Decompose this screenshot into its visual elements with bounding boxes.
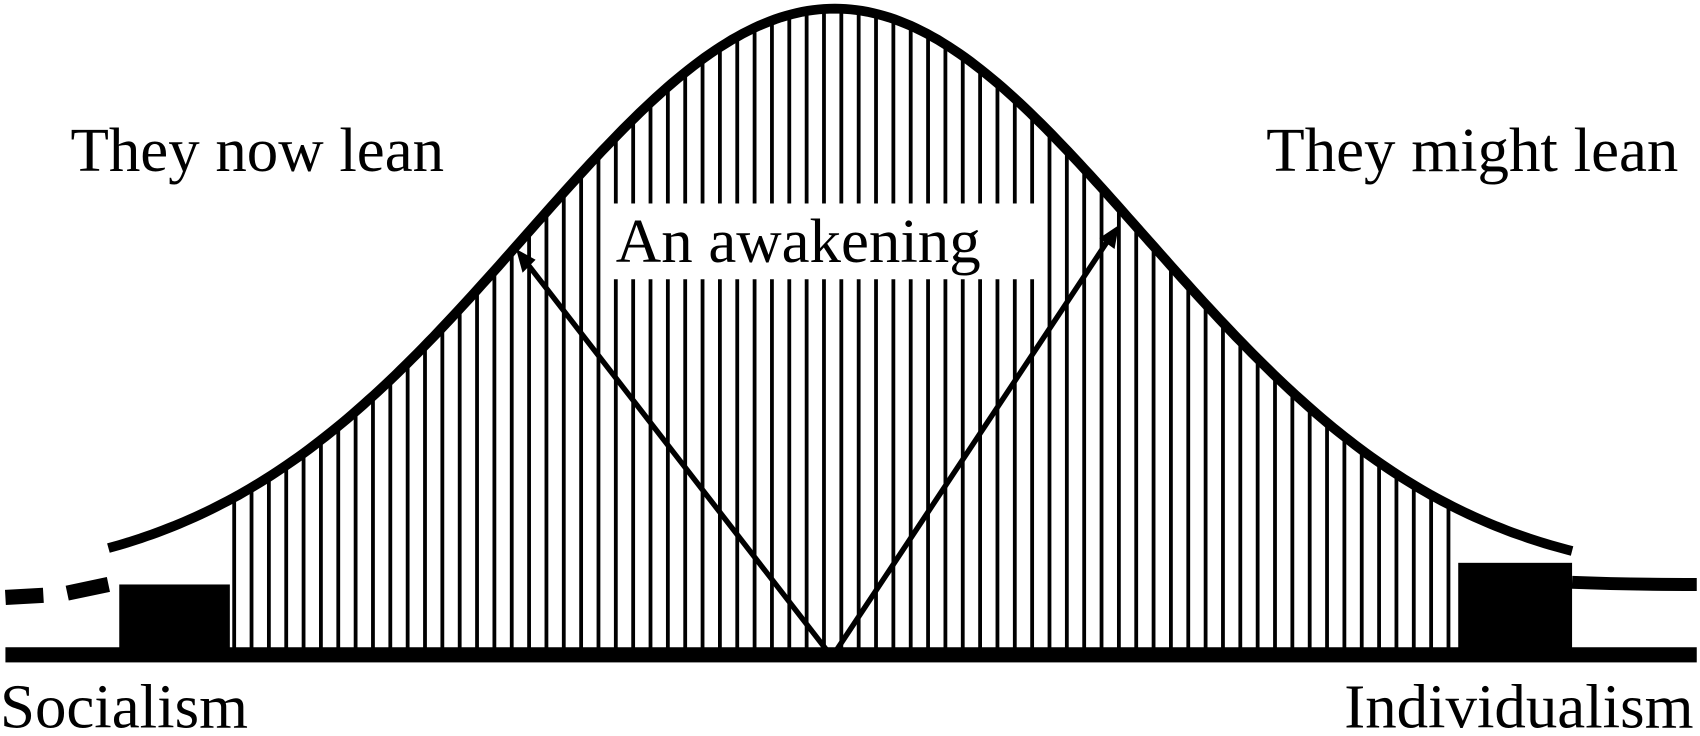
individualism-label: Individualism bbox=[1344, 671, 1693, 736]
hatch-lines bbox=[232, 8, 1451, 650]
center-label: An awakening bbox=[616, 206, 981, 276]
arrow-left bbox=[516, 248, 829, 652]
left-dashed-tail bbox=[4, 577, 110, 606]
socialism-label: Socialism bbox=[0, 671, 248, 736]
arrow-right bbox=[834, 225, 1119, 651]
left-top-label: They now lean bbox=[70, 115, 444, 185]
left-tail-block bbox=[119, 584, 230, 655]
baseline-axis bbox=[5, 647, 1697, 663]
right-top-label: They might lean bbox=[1266, 115, 1678, 185]
right-tail bbox=[1571, 575, 1697, 591]
right-tail-block bbox=[1458, 562, 1573, 655]
center-label-background bbox=[601, 203, 1047, 280]
bell-curve bbox=[107, 3, 1574, 556]
